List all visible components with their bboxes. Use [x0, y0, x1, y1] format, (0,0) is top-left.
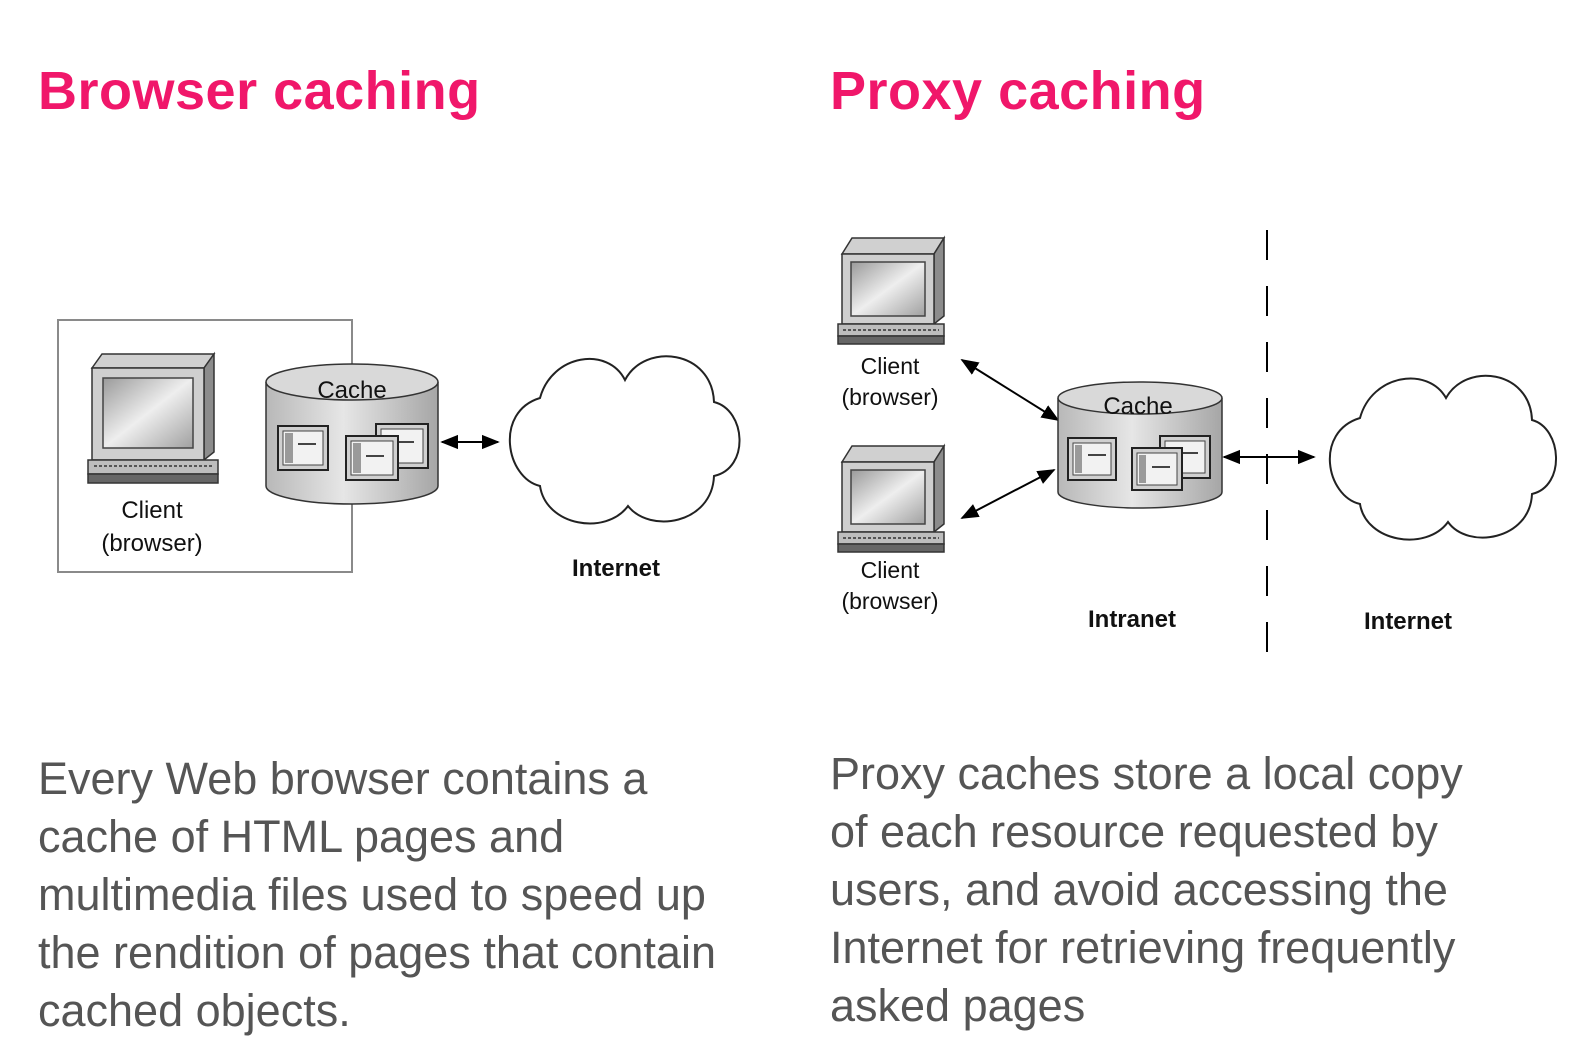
proxy-caching-heading: Proxy caching — [830, 61, 1206, 121]
proxy-caching-description: Proxy caches store a local copy of each … — [830, 745, 1570, 1035]
internet-cloud-icon — [1328, 374, 1557, 541]
cached-page-icon — [1067, 437, 1117, 481]
internet-label: Internet — [1364, 608, 1452, 635]
cache-cylinder-icon — [265, 363, 439, 505]
description-line: Every Web browser contains a — [38, 753, 648, 804]
client-sublabel: (browser) — [101, 530, 202, 557]
cached-page-icon — [345, 435, 399, 481]
client-computer-icon — [837, 235, 946, 345]
cache-label: Cache — [1103, 393, 1172, 420]
browser-caching-diagram: Client (browser) Cache Internet — [57, 319, 741, 582]
proxy-caching-diagram: Client (browser) Client (browser) — [837, 230, 1557, 652]
browser-caching-heading: Browser caching — [38, 61, 481, 121]
client-label: Client — [861, 353, 920, 379]
cached-page-icon — [277, 425, 329, 471]
client-label: Client — [861, 557, 920, 583]
browser-caching-description: Every Web browser contains a cache of HT… — [38, 750, 798, 1040]
description-line: asked pages — [830, 980, 1086, 1031]
client-sublabel: (browser) — [841, 588, 938, 614]
description-line: multimedia files used to speed up — [38, 869, 706, 920]
description-line: cache of HTML pages and — [38, 811, 565, 862]
description-line: users, and avoid accessing the — [830, 864, 1448, 915]
client-computer-icon — [837, 443, 946, 553]
description-line: cached objects. — [38, 985, 351, 1036]
cache-label: Cache — [317, 377, 386, 404]
cached-page-icon — [1131, 447, 1183, 491]
client-sublabel: (browser) — [841, 384, 938, 410]
intranet-label: Intranet — [1088, 606, 1176, 633]
client-computer-icon — [87, 351, 219, 484]
description-line: Proxy caches store a local copy — [830, 748, 1463, 799]
client-cache-arrow — [960, 469, 1056, 519]
description-line: of each resource requested by — [830, 806, 1438, 857]
description-line: Internet for retrieving frequently — [830, 922, 1456, 973]
client-label: Client — [121, 497, 183, 524]
internet-label: Internet — [572, 555, 660, 582]
client-cache-arrow — [960, 359, 1060, 421]
internet-cloud-icon — [508, 355, 741, 525]
description-line: the rendition of pages that contain — [38, 927, 716, 978]
cache-cylinder-icon — [1057, 381, 1223, 509]
